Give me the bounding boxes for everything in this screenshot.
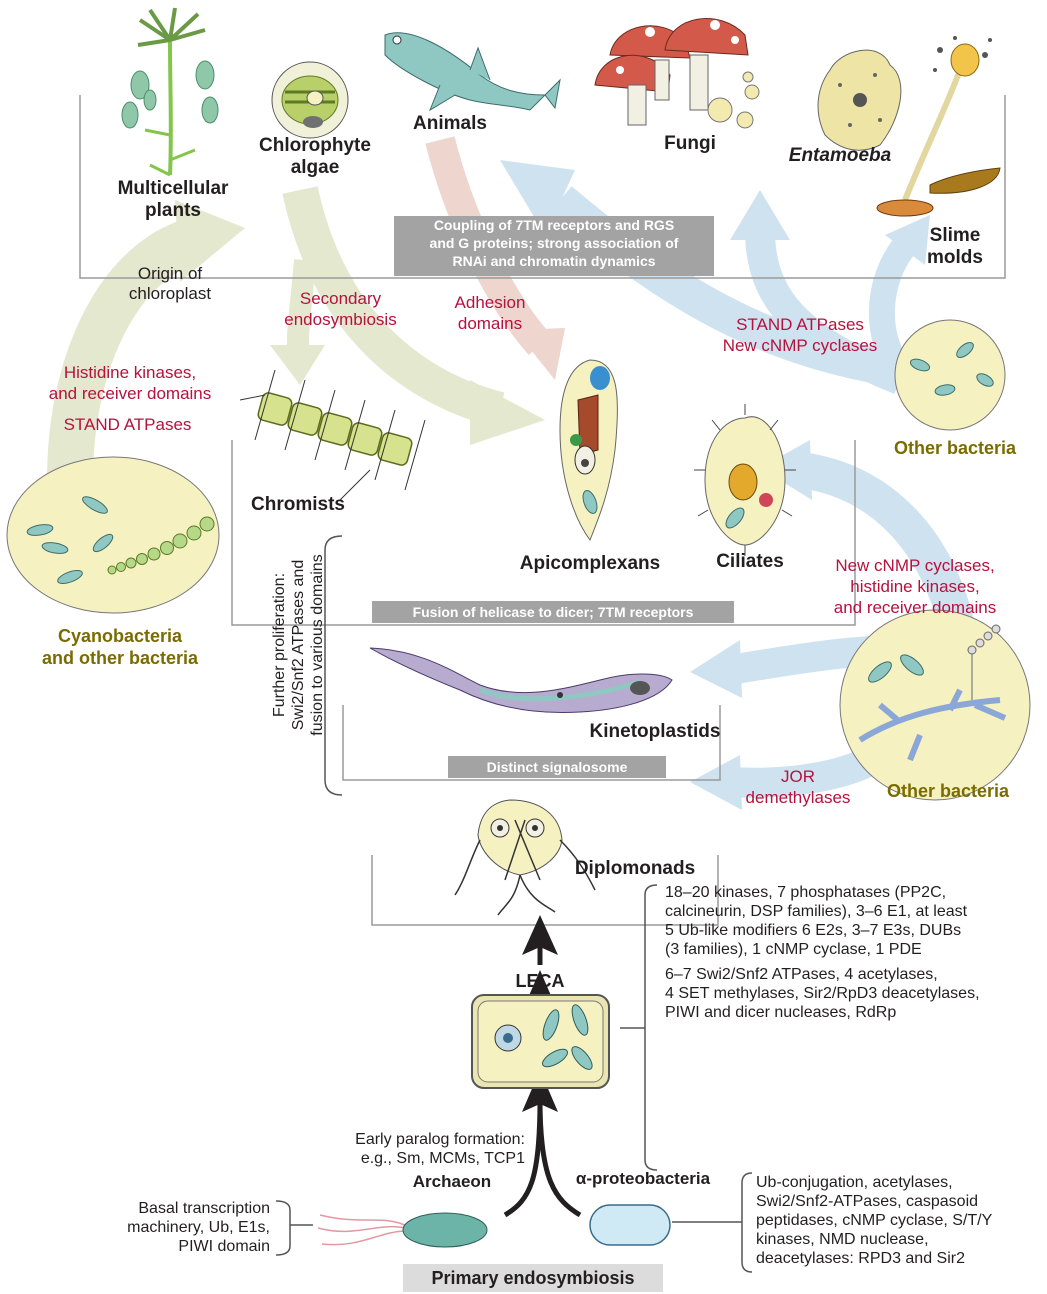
archaeon-note-brace — [276, 1201, 313, 1255]
label-entamoeba: Entamoeba — [780, 145, 900, 167]
slime-mold-icon — [877, 36, 1000, 216]
label-animals: Animals — [400, 113, 500, 135]
secondary-endosymbiosis-arrowhead — [470, 380, 545, 445]
amoeba-icon — [818, 50, 901, 150]
mushroom-icon — [595, 19, 759, 128]
alpha-to-leca-arrow — [540, 1100, 580, 1215]
secondary-to-chromists-arrowhead — [270, 345, 325, 385]
bacteria-cell-icon — [895, 320, 1005, 430]
leca-note-brace — [620, 885, 657, 1170]
label-other-bacteria-bottom: Other bacteria — [873, 780, 1023, 802]
adhesion-arrowhead — [515, 328, 565, 380]
band-signalosome: Distinct signalosome — [448, 756, 666, 778]
label-origin-chloroplast: Origin of chloroplast — [115, 264, 225, 304]
label-stand-atpases-left: STAND ATPases — [40, 414, 215, 435]
label-alpha-proteobacteria: α-proteobacteria — [563, 1168, 723, 1190]
bacteria-cell-icon — [7, 457, 219, 613]
leca-cell-icon — [472, 995, 609, 1088]
leca-note-1: 18–20 kinases, 7 phosphatases (PP2C, cal… — [665, 883, 1025, 959]
leca-note-2: 6–7 Swi2/Snf2 ATPases, 4 acetylases, 4 S… — [665, 965, 1025, 1022]
label-chlorophyte-algae: Chlorophyte algae — [245, 135, 385, 179]
label-multicellular-plants: Multicellular plants — [108, 178, 238, 222]
label-fungi: Fungi — [650, 133, 730, 155]
proteobacterium-icon — [590, 1205, 670, 1245]
label-secondary-endosymbiosis: Secondary endosymbiosis — [268, 288, 413, 330]
jor-arrowhead — [690, 755, 742, 810]
label-leca: LECA — [500, 970, 580, 992]
label-apicomplexans: Apicomplexans — [505, 553, 675, 575]
label-histidine-kinases: Histidine kinases, and receiver domains — [25, 362, 235, 404]
label-other-bacteria-top: Other bacteria — [880, 437, 1030, 459]
early-paralog-note: Early paralog formation: e.g., Sm, MCMs,… — [325, 1130, 525, 1168]
diatom-chain-icon — [240, 370, 425, 500]
trypanosome-icon — [370, 648, 672, 713]
label-jor-demethylases: JOR demethylases — [738, 766, 858, 808]
label-slime-molds: Slime molds — [910, 225, 1000, 269]
label-cyanobacteria: Cyanobacteria and other bacteria — [20, 625, 220, 669]
label-archaeon: Archaeon — [402, 1171, 502, 1193]
apicomplexan-icon — [560, 360, 617, 540]
label-new-cnmp-hk: New cNMP cyclases, histidine kinases, an… — [810, 555, 1020, 618]
label-diplomonads: Diplomonads — [560, 858, 710, 880]
label-chromists: Chromists — [238, 494, 358, 516]
band-coupling: Coupling of 7TM receptors and RGS and G … — [394, 216, 714, 276]
archaeon-icon — [318, 1213, 487, 1247]
plant-icon — [122, 8, 218, 175]
archaeon-note: Basal transcription machinery, Ub, E1s, … — [85, 1199, 270, 1256]
bacteria-cell-icon — [840, 610, 1030, 800]
alpha-note: Ub-conjugation, acetylases, Swi2/Snf2-AT… — [756, 1173, 1041, 1268]
band-fusion: Fusion of helicase to dicer; 7TM recepto… — [372, 601, 734, 623]
ciliate-icon — [694, 404, 796, 556]
label-stand-new-cnmp: STAND ATPases New cNMP cyclases — [700, 314, 900, 356]
label-adhesion-domains: Adhesion domains — [435, 292, 545, 334]
stand-arrowhead-2 — [730, 190, 790, 240]
label-ciliates: Ciliates — [700, 551, 800, 573]
label-primary-endosymbiosis: Primary endosymbiosis — [403, 1264, 663, 1292]
fish-icon — [385, 33, 560, 110]
label-kinetoplastids: Kinetoplastids — [575, 721, 735, 743]
kinetoplastid-arrowhead — [690, 640, 742, 698]
side-note-further-proliferation: Further proliferation: Swi2/Snf2 ATPases… — [270, 515, 330, 775]
algae-cell-icon — [272, 62, 348, 138]
